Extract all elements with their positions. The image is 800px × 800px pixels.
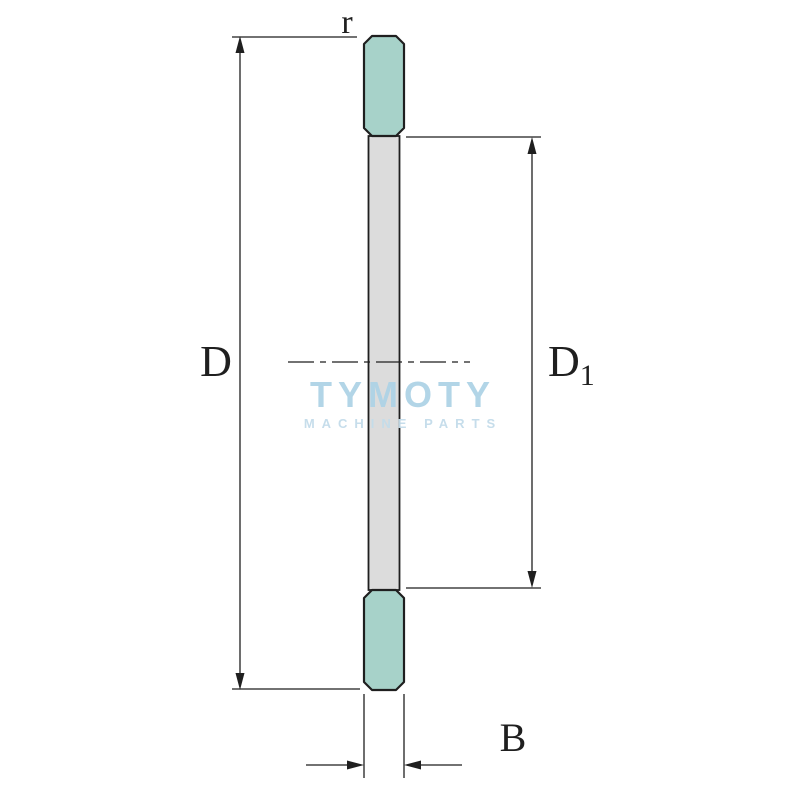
arrowhead-up (527, 137, 537, 154)
arrowhead-up (235, 36, 245, 53)
label-inner-diameter-base: D (548, 337, 580, 386)
arrowhead-down (235, 673, 245, 690)
arrowhead-right (347, 760, 364, 770)
dimension-outer-diameter: D (200, 36, 360, 690)
washer-top-end (362, 34, 406, 138)
watermark-title: TYMOTY (310, 374, 496, 415)
dimension-inner-diameter: D1 (406, 136, 595, 589)
watermark-subtitle: MACHINE PARTS (304, 416, 502, 431)
washer-bottom-end (362, 588, 406, 692)
label-inner-diameter: D1 (548, 337, 595, 392)
label-inner-diameter-subscript: 1 (580, 359, 595, 392)
washer-cross-section (362, 34, 406, 692)
arrowhead-left (404, 760, 421, 770)
label-outer-diameter: D (200, 337, 232, 386)
watermark: TYMOTY MACHINE PARTS (304, 374, 502, 431)
dimension-width: B (306, 694, 526, 778)
arrowhead-down (527, 571, 537, 588)
washer-middle-section (367, 135, 401, 591)
label-corner-radius: r (341, 4, 353, 41)
label-width: B (500, 715, 527, 760)
